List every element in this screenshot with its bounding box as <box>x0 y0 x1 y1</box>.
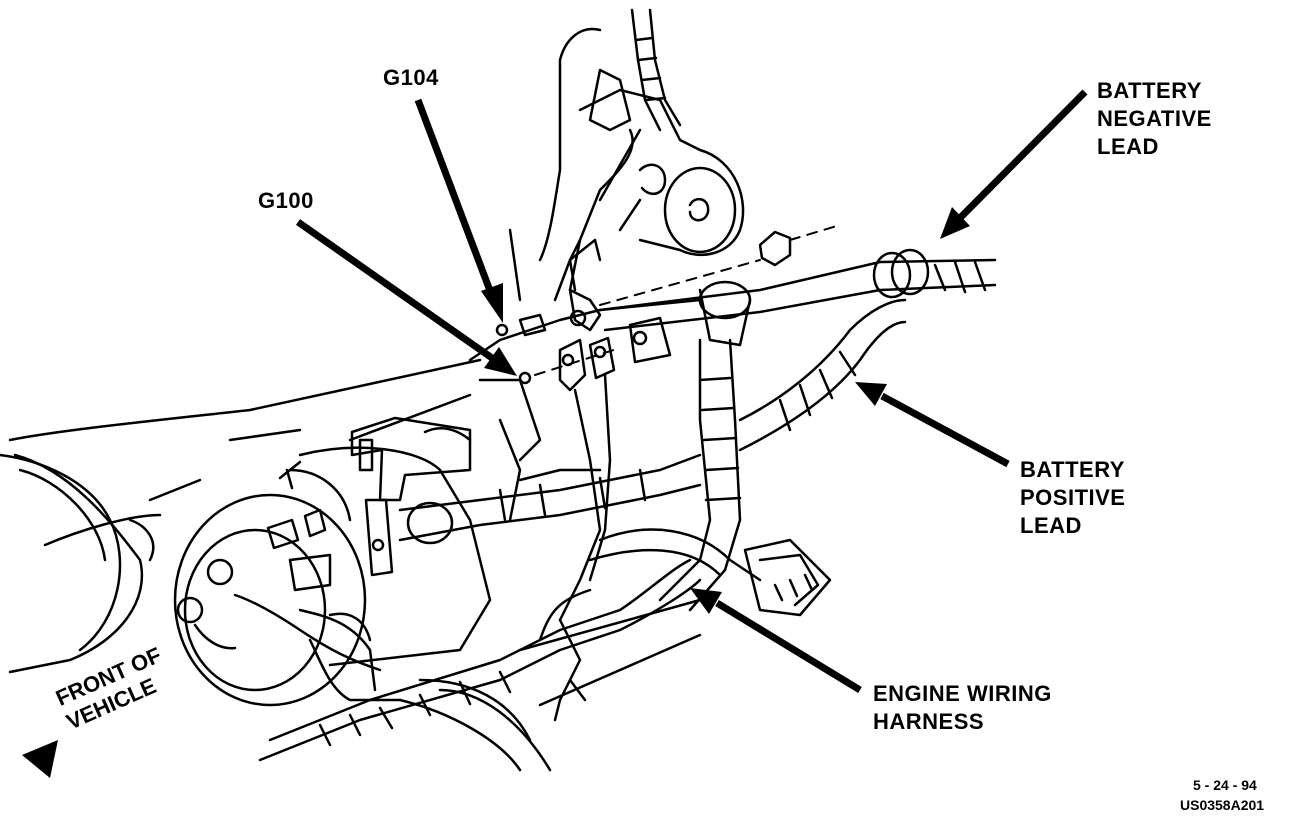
label-line: NEGATIVE <box>1097 106 1212 131</box>
arrow-front-of-vehicle <box>22 740 58 778</box>
ground-studs <box>495 230 792 385</box>
label-line: LEAD <box>1020 513 1082 538</box>
label-line: LEAD <box>1097 134 1159 159</box>
arrow-battery-positive <box>855 382 1010 468</box>
upper-module <box>568 68 745 292</box>
arrow-g104 <box>414 98 503 323</box>
label-battery-negative-lead: BATTERY NEGATIVE LEAD <box>1097 77 1212 161</box>
label-battery-positive-lead: BATTERY POSITIVE LEAD <box>1020 456 1125 540</box>
label-line: ENGINE WIRING <box>873 681 1052 706</box>
label-g100: G100 <box>258 188 314 213</box>
label-line: POSITIVE <box>1020 485 1126 510</box>
transmission-housing <box>0 358 482 674</box>
arrow-engine-harness <box>690 588 862 693</box>
arrow-battery-negative <box>940 89 1088 239</box>
engine-wiring-harness <box>258 528 832 772</box>
label-engine-wiring-harness: ENGINE WIRING HARNESS <box>873 680 1052 736</box>
label-line: BATTERY <box>1020 457 1125 482</box>
starter-motor <box>173 446 492 707</box>
footer-figure-code: US0358A201 <box>1180 797 1265 813</box>
label-g104: G104 <box>383 65 439 90</box>
footer-date: 5 - 24 - 94 <box>1193 777 1257 793</box>
battery-negative-cable <box>598 248 997 364</box>
label-line: HARNESS <box>873 709 985 734</box>
battery-positive-cable <box>658 298 907 612</box>
main-harness <box>398 453 702 545</box>
upper-cable <box>630 8 682 132</box>
solenoid-bracket <box>350 416 472 577</box>
dashed-reference-lines <box>534 224 841 376</box>
ground-terminals <box>558 238 616 622</box>
label-line: BATTERY <box>1097 78 1202 103</box>
arrow-g100 <box>295 219 517 376</box>
